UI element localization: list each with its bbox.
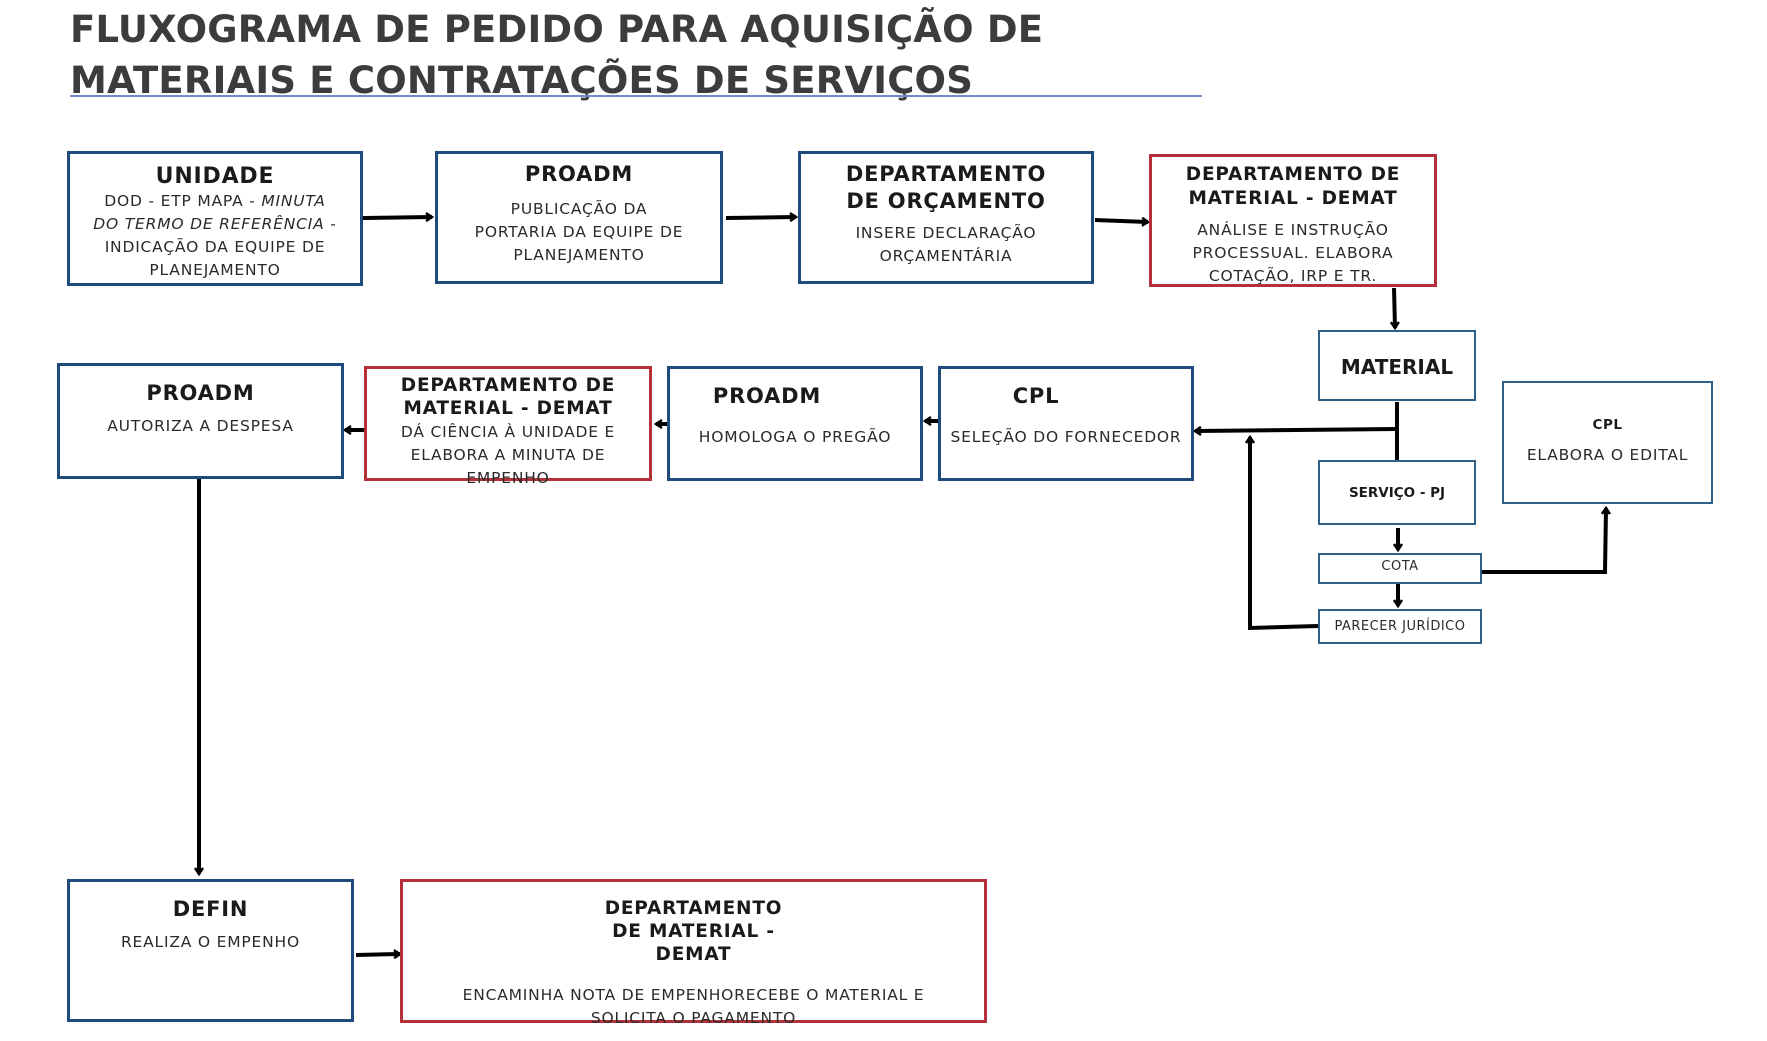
node-unidade: UNIDADE DOD - ETP MAPA - MINUTA DO TERMO…	[67, 151, 363, 286]
node-demat-ciencia-title: DEPARTAMENTO DE MATERIAL - DEMAT	[400, 375, 616, 419]
node-servico-pj: SERVIÇO - PJ	[1318, 460, 1476, 525]
node-material-title: MATERIAL	[1340, 355, 1454, 379]
node-unidade-text-part3: - INDICAÇÃO DA EQUIPE DE PLANEJAMENTO	[104, 215, 337, 279]
node-servico-pj-title: SERVIÇO - PJ	[1348, 485, 1446, 501]
node-defin-title: DEFIN	[172, 897, 249, 921]
arrow-proadm-to-orcamento	[725, 217, 796, 218]
node-orcamento-title: DEPARTAMENTO DE ORÇAMENTO	[845, 162, 1047, 213]
node-cota: COTA	[1318, 553, 1482, 584]
node-cpl-selecao-title: CPL	[1012, 384, 1060, 408]
node-demat-ciencia: DEPARTAMENTO DE MATERIAL - DEMAT DÁ CIÊN…	[364, 366, 652, 487]
node-demat-analise-text: ANÁLISE E INSTRUÇÃO PROCESSUAL. ELABORA …	[1192, 221, 1394, 285]
arrow-unidade-to-proadm	[362, 217, 432, 218]
node-proadm-publicacao: PROADM PUBLICAÇÃO DA PORTARIA DA EQUIPE …	[435, 151, 723, 284]
node-proadm-publicacao-title: PROADM	[524, 162, 634, 186]
node-defin: DEFIN REALIZA O EMPENHO	[67, 879, 354, 1022]
page-title: FLUXOGRAMA DE PEDIDO PARA AQUISIÇÃO DE M…	[70, 8, 1044, 102]
arrow-orcamento-to-demat	[1094, 220, 1148, 222]
node-demat-analise-title: DEPARTAMENTO DE MATERIAL - DEMAT	[1185, 164, 1401, 209]
node-unidade-text: DOD - ETP MAPA - MINUTA DO TERMO DE REFE…	[70, 190, 360, 282]
node-demat-final-text: ENCAMINHA NOTA DE EMPENHORECEBE O MATERI…	[462, 986, 925, 1027]
node-demat-ciencia-text: DÁ CIÊNCIA À UNIDADE E ELABORA A MINUTA …	[400, 423, 616, 487]
node-cpl-edital-title: CPL	[1592, 417, 1623, 433]
node-cpl-edital: CPL ELABORA O EDITAL	[1502, 381, 1713, 504]
node-proadm-autoriza: PROADM AUTORIZA A DESPESA	[57, 363, 344, 479]
node-orcamento-text: INSERE DECLARAÇÃO ORÇAMENTÁRIA	[855, 224, 1037, 265]
node-defin-text: REALIZA O EMPENHO	[120, 933, 300, 951]
arrow-defin-to-demat-final	[355, 954, 400, 955]
node-parecer-title: PARECER JURÍDICO	[1334, 619, 1466, 634]
arrow-parecer-to-cpl-selecao	[1250, 437, 1319, 631]
node-cpl-selecao: CPL SELEÇÃO DO FORNECEDOR	[938, 366, 1194, 481]
arrow-material-to-cpl-selecao	[1195, 429, 1398, 431]
node-proadm-homologa-text: HOMOLOGA O PREGÃO	[698, 428, 892, 446]
node-proadm-homologa-title: PROADM	[712, 384, 822, 408]
node-cpl-selecao-text: SELEÇÃO DO FORNECEDOR	[950, 428, 1182, 446]
node-orcamento: DEPARTAMENTO DE ORÇAMENTO INSERE DECLARA…	[798, 151, 1094, 284]
node-proadm-autoriza-title: PROADM	[146, 381, 255, 405]
node-demat-final: DEPARTAMENTO DE MATERIAL - DEMAT ENCAMIN…	[400, 879, 987, 1027]
arrow-cota-to-cpl-edital	[1481, 508, 1606, 574]
node-demat-analise: DEPARTAMENTO DE MATERIAL - DEMAT ANÁLISE…	[1149, 154, 1437, 287]
node-parecer: PARECER JURÍDICO	[1318, 609, 1482, 644]
node-demat-final-title: DEPARTAMENTO DE MATERIAL - DEMAT	[604, 898, 783, 965]
node-cota-title: COTA	[1381, 559, 1419, 574]
title-underline	[70, 95, 1202, 97]
node-material: MATERIAL	[1318, 330, 1476, 401]
node-unidade-text-part1: DOD - ETP MAPA -	[104, 192, 262, 210]
node-unidade-text-italic: MINUTA DO TERMO DE REFERÊNCIA	[93, 192, 326, 233]
node-proadm-publicacao-text: PUBLICAÇÃO DA PORTARIA DA EQUIPE DE PLAN…	[474, 200, 684, 264]
node-proadm-autoriza-text: AUTORIZA A DESPESA	[107, 417, 294, 435]
node-unidade-title: UNIDADE	[155, 164, 275, 189]
arrow-demat-to-material	[1394, 287, 1395, 328]
node-proadm-homologa: PROADM HOMOLOGA O PREGÃO	[667, 366, 923, 481]
node-cpl-edital-text: ELABORA O EDITAL	[1526, 446, 1689, 464]
